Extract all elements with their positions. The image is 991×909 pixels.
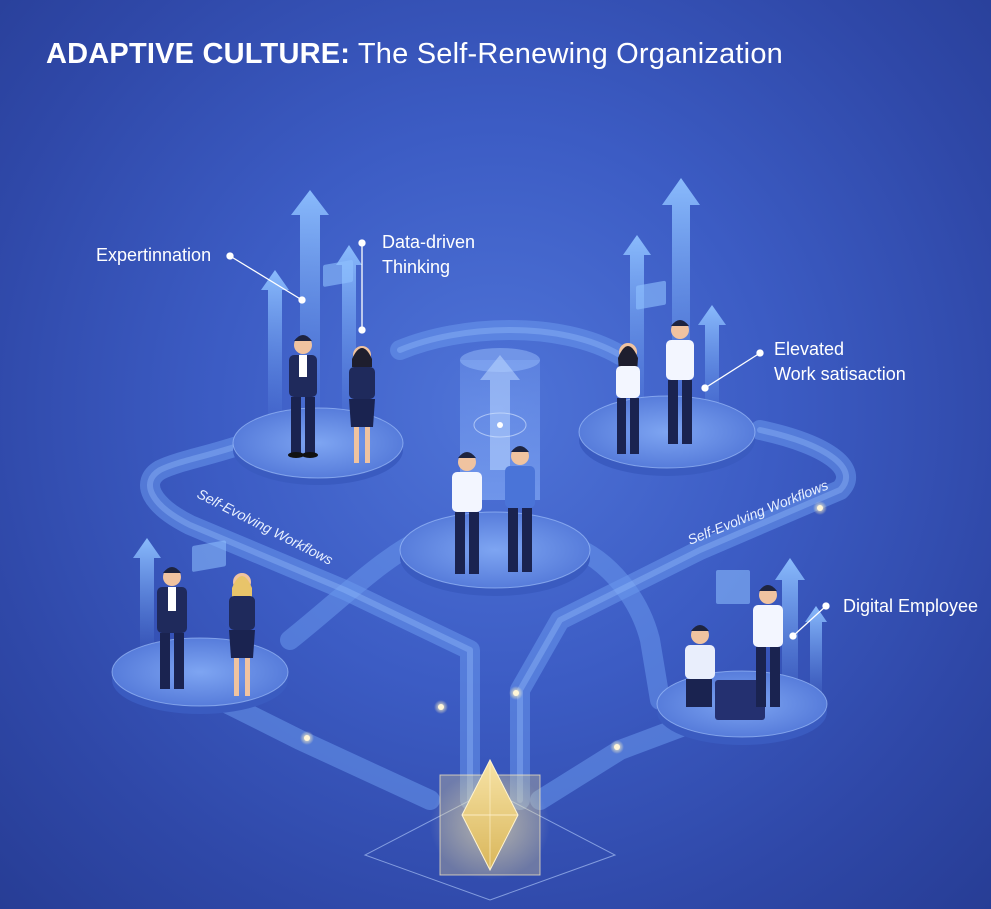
person-man-casual [753,585,783,707]
crystal-core [363,758,617,901]
platform-top-left [232,407,404,479]
person-seated-man [685,625,715,707]
callout-dot [358,239,366,247]
chart-screen [323,260,353,287]
callout-dot [298,296,306,304]
chart-screen [716,570,750,604]
arrow-up-icon [662,178,700,420]
path-node [304,735,310,741]
chart-screen [636,280,666,310]
platform-left [111,637,289,707]
title-strong: ADAPTIVE CULTURE: [46,38,351,70]
callout-line-digital-employee [792,605,827,637]
person-woman-suit [229,573,255,696]
callout-dot [701,384,709,392]
desk [715,680,765,720]
path-node [817,505,823,511]
callout-dot [789,632,797,640]
label-digital-employee: Digital Employee [843,594,978,619]
person-man-casual [452,452,482,574]
label-data-driven: Data-driven Thinking [382,230,475,280]
person-woman-casual [616,343,640,454]
label-experimentation-text: Expertinnation [96,245,212,265]
person-man-suit [288,335,318,458]
arrow-up-icon [133,538,161,650]
person-man-casual [505,446,535,572]
callout-dot [358,326,366,334]
label-elevated-line2: Work satisaction [774,364,906,384]
person-woman-suit [349,346,375,463]
arrow-up-icon [261,270,289,420]
label-digital-employee-text: Digital Employee [843,596,979,616]
label-elevated-line1: Elevated [774,339,845,359]
platform-center [399,511,591,589]
callouts [226,239,830,640]
people [157,320,783,720]
path-node [438,704,444,710]
person-man-casual [666,320,694,444]
path-node [614,744,620,750]
path-nodes [300,501,827,754]
path-node [513,690,519,696]
callout-dot [756,349,764,357]
base-diamond [363,789,617,901]
chart-screen [192,540,226,572]
arrow-up-icon [775,558,805,700]
callout-dot [822,602,830,610]
data-ring [473,412,527,438]
label-elevated: Elevated Work satisaction [774,337,906,387]
callout-line-elevated [704,352,761,389]
callout-line-experimentation [229,255,303,301]
person-man-suit [157,567,187,689]
page-title: ADAPTIVE CULTURE: The Self-Renewing Orga… [46,38,783,71]
arrow-up-icon [805,606,827,700]
floating-screens [192,260,750,604]
title-rest: The Self-Renewing Organization [350,38,783,70]
data-point [497,422,503,428]
label-experimentation: Expertinnation [96,243,211,268]
label-data-driven-line1: Data-driven [382,232,476,252]
callout-dot [226,252,234,260]
platform-top-right [578,395,756,469]
label-data-driven-line2: Thinking [382,257,451,277]
